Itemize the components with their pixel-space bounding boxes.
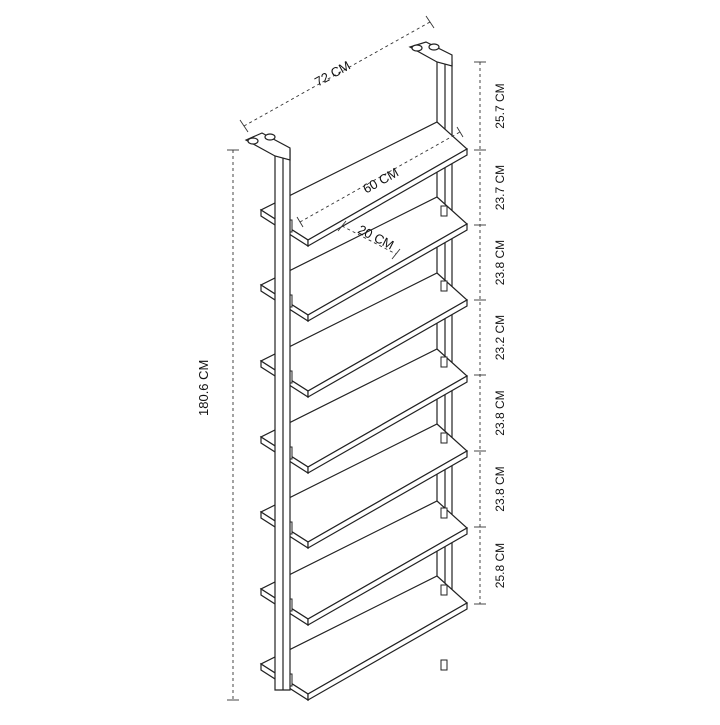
spacing-label: 23.8 CM <box>493 240 507 285</box>
shelf <box>259 575 469 702</box>
label-total-width: 72 CM <box>312 58 353 90</box>
dim-spacing-chain: 25.7 CM 23.7 CM 23.8 CM 23.2 CM 23.8 CM 23.8 … <box>474 61 507 605</box>
spacing-label: 23.2 CM <box>493 315 507 360</box>
wall-bracket-right <box>408 41 453 67</box>
dim-shelf-depth <box>337 220 401 260</box>
dim-total-width <box>239 15 435 133</box>
shelf <box>259 500 469 627</box>
dim-shelf-width <box>296 126 464 228</box>
dim-total-height <box>227 149 239 701</box>
wall-bracket-left <box>244 132 291 161</box>
label-total-height: 180.6 CM <box>196 360 211 416</box>
spacing-label: 23.8 CM <box>493 390 507 435</box>
front-leg <box>274 149 291 691</box>
shelves <box>259 121 469 702</box>
spacing-label: 23.7 CM <box>493 165 507 210</box>
spacing-label: 25.8 CM <box>493 543 507 588</box>
spacing-label: 23.8 CM <box>493 466 507 511</box>
spacing-label: 25.7 CM <box>493 83 507 128</box>
